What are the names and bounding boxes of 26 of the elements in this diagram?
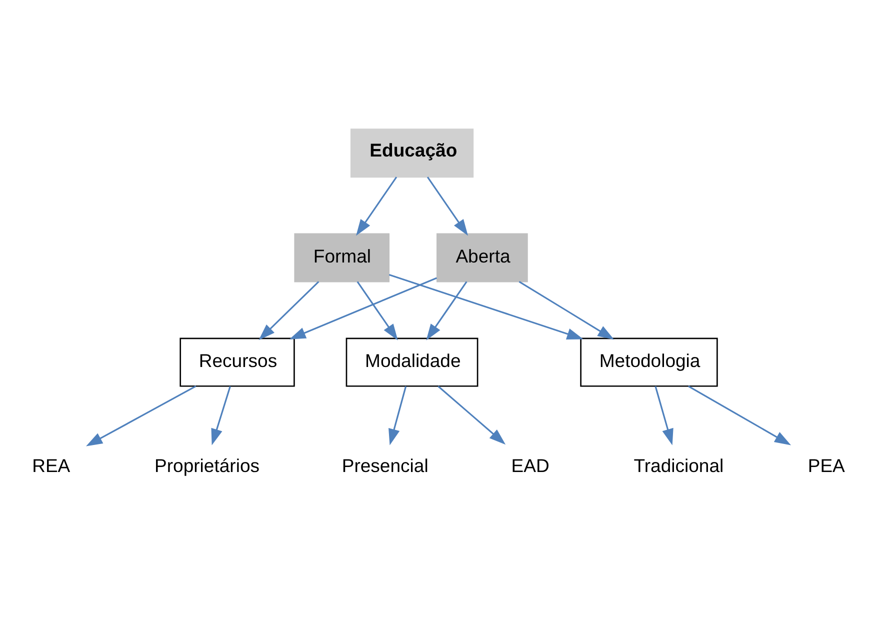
node-box: Modalidade	[346, 337, 478, 386]
arrow	[388, 386, 407, 445]
arrow	[86, 385, 196, 446]
arrow	[426, 280, 468, 340]
node-text: Proprietários	[154, 454, 260, 476]
arrow	[211, 386, 231, 445]
node-text: REA	[32, 454, 70, 476]
arrow	[438, 385, 506, 444]
arrow	[426, 176, 468, 236]
arrow	[688, 385, 792, 445]
node-box: Formal	[294, 232, 390, 282]
node-box: Aberta	[436, 232, 528, 282]
node-text: Tradicional	[634, 454, 724, 476]
node-text: PEA	[808, 454, 845, 476]
node-box: Educação	[350, 128, 474, 178]
arrow	[388, 273, 584, 339]
arrow	[356, 176, 398, 236]
arrow	[289, 276, 437, 339]
arrow	[356, 280, 398, 340]
node-text: Presencial	[342, 454, 428, 476]
node-box: Metodologia	[580, 337, 718, 386]
node-text: EAD	[511, 454, 550, 476]
arrow	[518, 280, 614, 340]
arrow	[258, 280, 320, 340]
node-box: Recursos	[180, 337, 295, 386]
arrow	[654, 386, 674, 445]
